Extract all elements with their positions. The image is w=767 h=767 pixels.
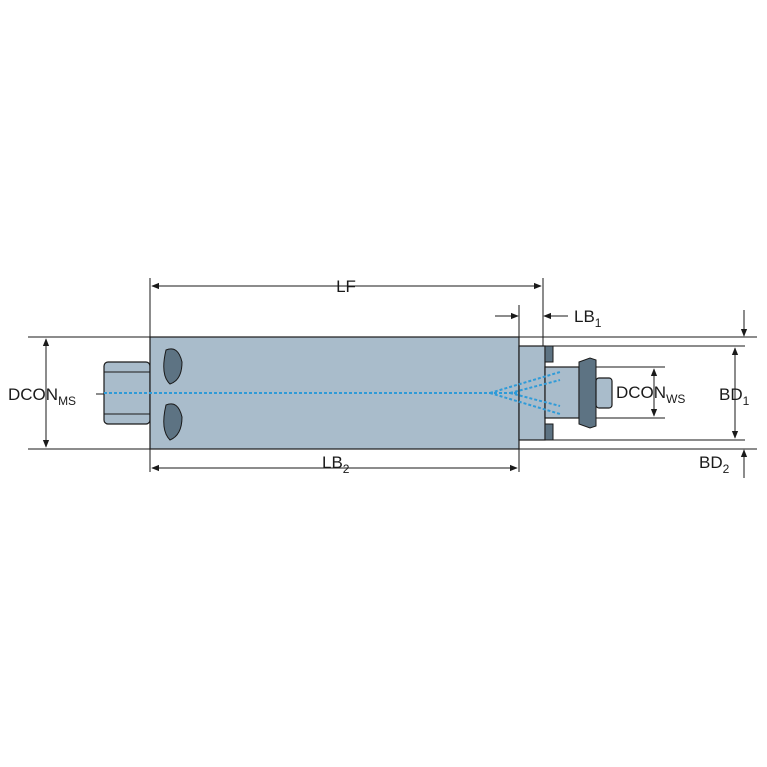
dimension-arrows [42, 282, 748, 478]
label-bd1: BD1 [719, 385, 750, 408]
cutter-spigot [595, 377, 613, 409]
cutter-head [578, 357, 597, 429]
front-step [518, 345, 546, 441]
label-bd2: BD2 [699, 453, 730, 476]
slot-bottom [163, 403, 183, 441]
slot-top [163, 348, 183, 385]
label-lb2: LB2 [322, 453, 350, 476]
front-adapter [544, 366, 580, 419]
clamp-lug-bottom [544, 423, 554, 441]
clamp-lug-top [544, 345, 554, 363]
tool-body [103, 336, 613, 450]
label-lf: LF [336, 277, 356, 296]
label-lb1: LB1 [574, 307, 602, 330]
label-dcon-ws: DCONWS [616, 383, 685, 406]
label-dcon-ms: DCONMS [8, 385, 76, 408]
